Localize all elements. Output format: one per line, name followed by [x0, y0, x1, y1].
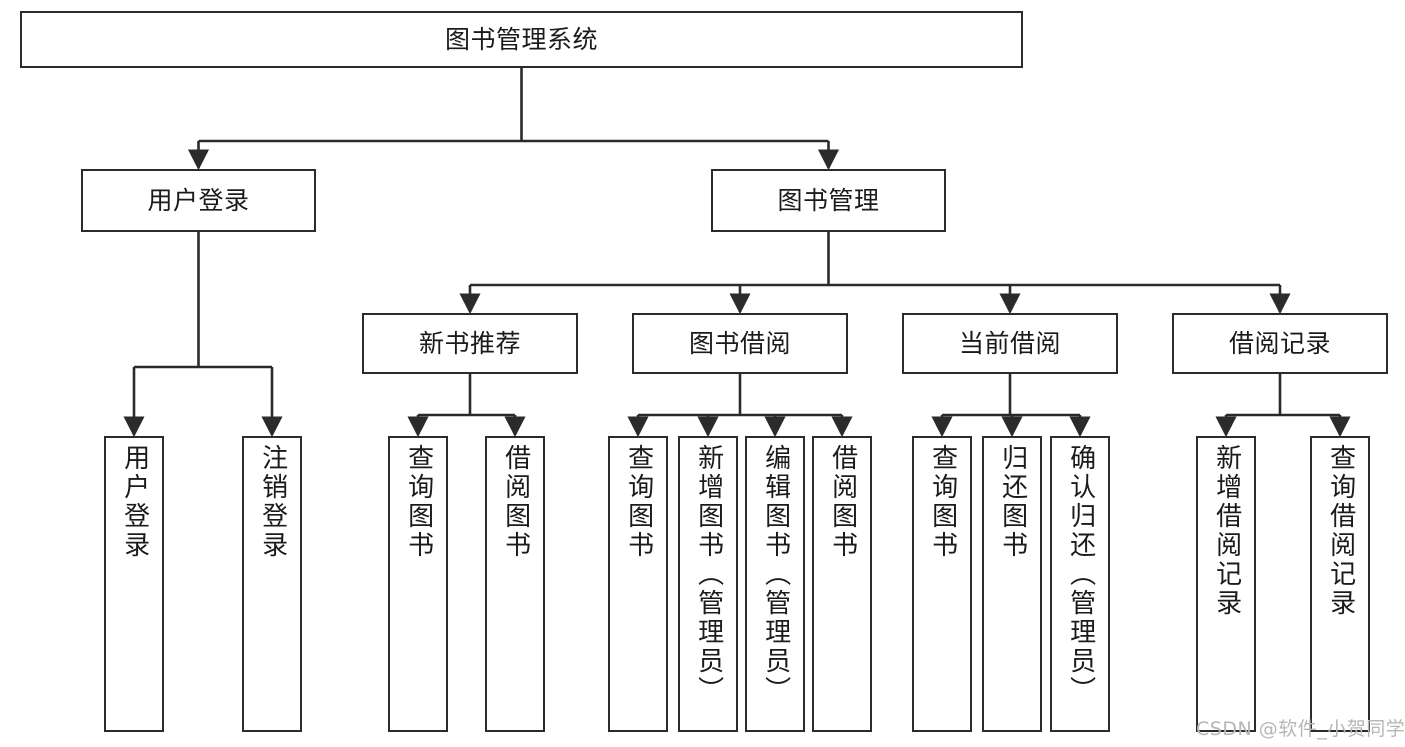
node-book-borrow-label: 图书借阅 [688, 329, 791, 358]
node-leaf-query-book-cur[interactable]: 查询图书 [912, 436, 972, 732]
csdn-watermark: CSDN @软件_小贺同学 [1196, 718, 1405, 740]
node-leaf-query-book-cur-label: 查询图书 [927, 444, 958, 560]
node-current-borrow-label: 当前借阅 [958, 329, 1061, 358]
node-leaf-edit-book[interactable]: 编辑图书（管理员） [745, 436, 805, 732]
node-book-manage[interactable]: 图书管理 [711, 169, 946, 232]
node-leaf-query-book-borrow-label: 查询图书 [623, 444, 654, 560]
node-leaf-borrow-book-rec-label: 借阅图书 [500, 444, 531, 560]
node-leaf-add-book-label: 新增图书（管理员） [693, 444, 724, 705]
node-new-book-recommend-label: 新书推荐 [418, 329, 521, 358]
node-leaf-query-record[interactable]: 查询借阅记录 [1310, 436, 1370, 732]
node-root-label: 图书管理系统 [444, 25, 598, 54]
node-leaf-user-login-label: 用户登录 [119, 444, 150, 560]
node-user-login[interactable]: 用户登录 [81, 169, 316, 232]
node-leaf-add-record[interactable]: 新增借阅记录 [1196, 436, 1256, 732]
node-leaf-borrow-book[interactable]: 借阅图书 [812, 436, 872, 732]
node-leaf-user-logout[interactable]: 注销登录 [242, 436, 302, 732]
node-book-manage-label: 图书管理 [777, 186, 880, 215]
node-borrow-record-label: 借阅记录 [1228, 329, 1331, 358]
node-new-book-recommend[interactable]: 新书推荐 [362, 313, 578, 374]
node-leaf-query-record-label: 查询借阅记录 [1325, 444, 1356, 618]
node-leaf-query-book-borrow[interactable]: 查询图书 [608, 436, 668, 732]
node-leaf-user-login[interactable]: 用户登录 [104, 436, 164, 732]
node-borrow-record[interactable]: 借阅记录 [1172, 313, 1388, 374]
node-leaf-return-book[interactable]: 归还图书 [982, 436, 1042, 732]
node-user-login-label: 用户登录 [147, 186, 250, 215]
node-leaf-return-book-label: 归还图书 [997, 444, 1028, 560]
node-leaf-user-logout-label: 注销登录 [257, 444, 288, 560]
node-leaf-query-book-rec-label: 查询图书 [403, 444, 434, 560]
node-leaf-borrow-book-rec[interactable]: 借阅图书 [485, 436, 545, 732]
node-leaf-confirm-return[interactable]: 确认归还（管理员） [1050, 436, 1110, 732]
node-leaf-add-record-label: 新增借阅记录 [1211, 444, 1242, 618]
node-leaf-add-book[interactable]: 新增图书（管理员） [678, 436, 738, 732]
node-leaf-borrow-book-label: 借阅图书 [827, 444, 858, 560]
node-leaf-query-book-rec[interactable]: 查询图书 [388, 436, 448, 732]
node-leaf-edit-book-label: 编辑图书（管理员） [760, 444, 791, 705]
node-root[interactable]: 图书管理系统 [20, 11, 1023, 68]
node-book-borrow[interactable]: 图书借阅 [632, 313, 848, 374]
node-leaf-confirm-return-label: 确认归还（管理员） [1065, 444, 1096, 705]
node-current-borrow[interactable]: 当前借阅 [902, 313, 1118, 374]
